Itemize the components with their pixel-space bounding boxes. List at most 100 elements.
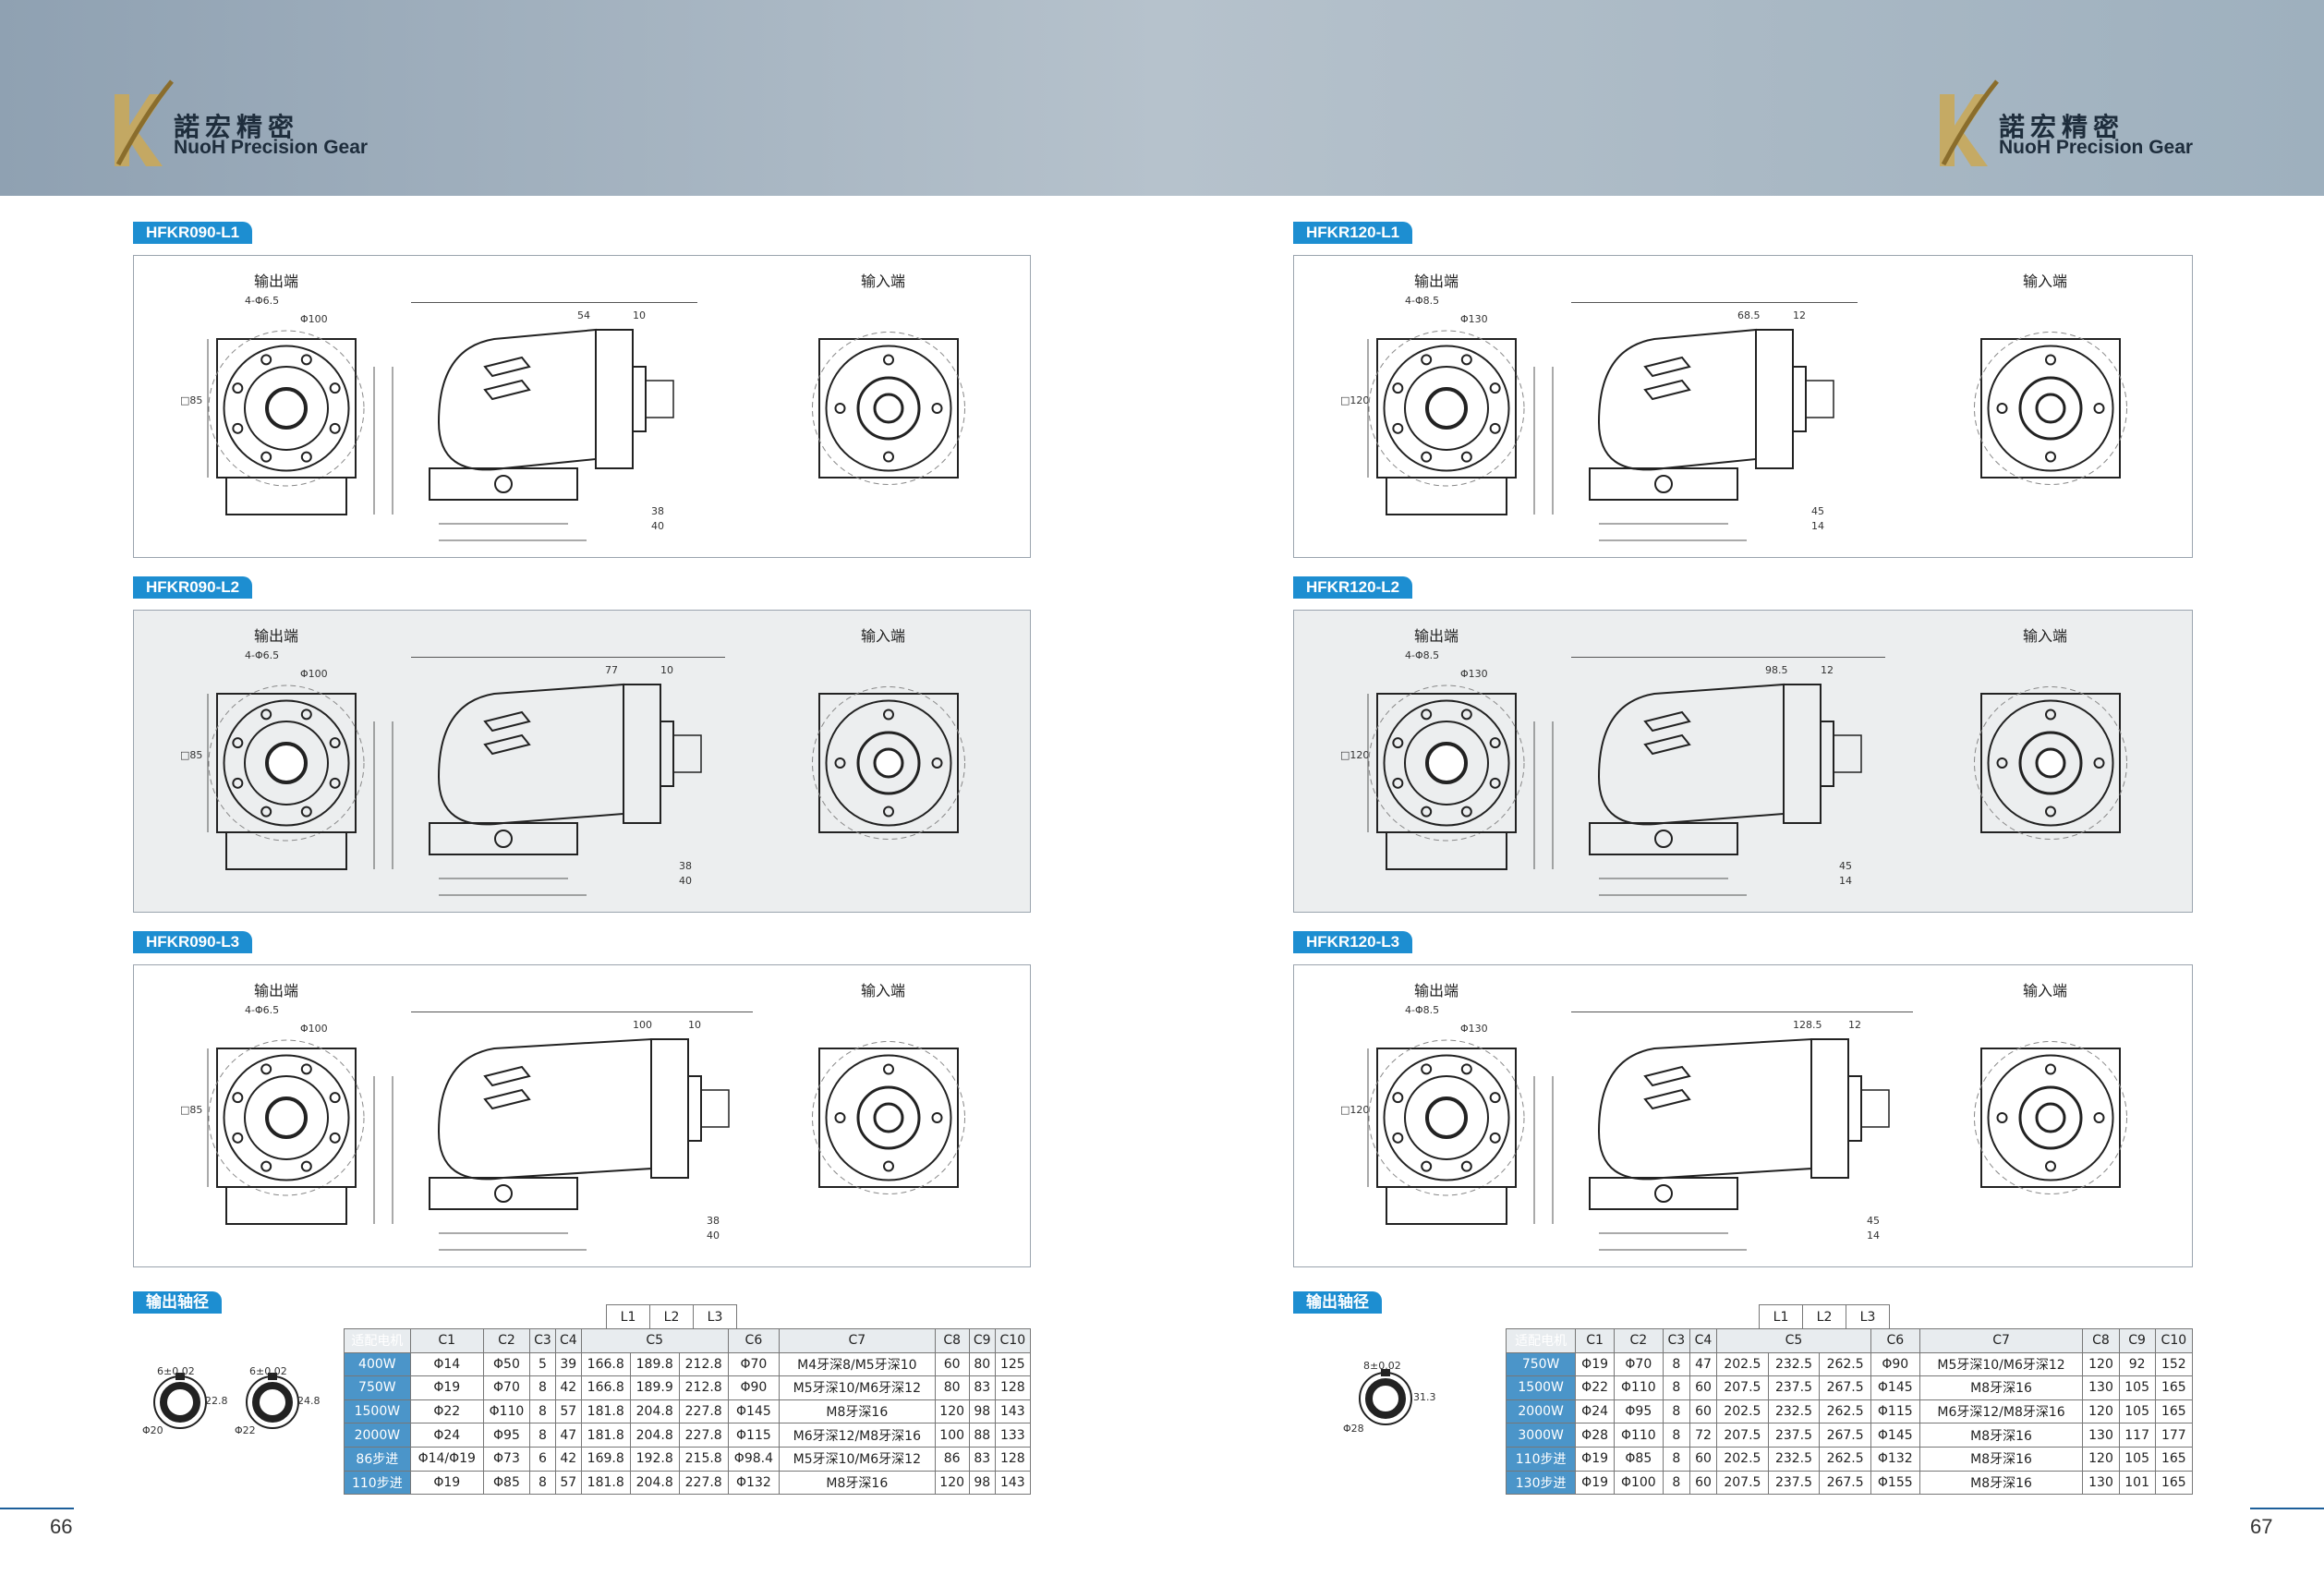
table-cell: 83 [968, 1446, 996, 1472]
table-cell: 80 [968, 1351, 996, 1377]
table-cell: 100 [934, 1423, 970, 1448]
table-cell: 105 [2118, 1446, 2156, 1472]
table-cell: 237.5 [1767, 1375, 1821, 1400]
table-cell: M6牙深12/M8牙深16 [1919, 1399, 2084, 1424]
table-cell: Φ95 [1613, 1399, 1664, 1424]
shaft-d-a: Φ28 [1343, 1423, 1364, 1435]
motor-cell: 2000W [344, 1423, 411, 1448]
table-cell: 57 [554, 1470, 582, 1496]
column-header: C8 [2082, 1328, 2120, 1353]
table-cell: 165 [2154, 1375, 2194, 1400]
table-cell: 207.5 [1716, 1470, 1769, 1496]
table-cell: 143 [994, 1399, 1032, 1424]
column-header: C9 [968, 1328, 996, 1353]
table-cell: Φ22 [409, 1399, 484, 1424]
table-cell: 181.8 [580, 1423, 631, 1448]
section-tag: HFKR120-L3 [1293, 931, 1413, 953]
shaft-section-right: 8±0.02 31.3 Φ28 [1330, 1330, 1441, 1441]
column-header: C2 [482, 1328, 531, 1353]
shaft-length-b-dim: 14 [1811, 520, 1824, 532]
technical-drawing [1367, 657, 2127, 896]
square-dim: □85 [180, 749, 203, 761]
table-cell: 128 [994, 1446, 1032, 1472]
column-header: C3 [529, 1328, 556, 1353]
shaft-length-a-dim: 45 [1811, 505, 1824, 517]
motor-cell: 86步进 [344, 1446, 411, 1472]
column-header: C4 [554, 1328, 582, 1353]
table-cell: Φ110 [482, 1399, 531, 1424]
holes-dim: 4-Φ6.5 [245, 649, 280, 661]
table-cell: 262.5 [1819, 1446, 1871, 1472]
pcd-dim: Φ100 [300, 313, 328, 325]
table-cell: 152 [2154, 1351, 2194, 1377]
column-header: C8 [934, 1328, 970, 1353]
shaft-length-b-dim: 14 [1839, 875, 1852, 887]
square-dim: □85 [180, 1104, 203, 1116]
table-cell: M8牙深16 [1919, 1375, 2084, 1400]
brand-logo-right: 諾宏精密 NuoH Precision Gear [1934, 76, 2221, 177]
table-cell: 60 [1689, 1399, 1718, 1424]
table-cell: 42 [554, 1446, 582, 1472]
shaft-length-b-dim: 14 [1867, 1230, 1880, 1242]
section-tag: HFKR090-L2 [133, 576, 253, 599]
table-cell: M8牙深16 [1919, 1423, 2084, 1448]
column-header: C5 [580, 1328, 729, 1353]
motor-cell: 130步进 [1505, 1470, 1577, 1496]
table-cell: Φ100 [1613, 1470, 1664, 1496]
table-cell: 267.5 [1819, 1375, 1871, 1400]
table-cell: 165 [2154, 1470, 2194, 1496]
shaft-h-a: 22.8 [205, 1395, 228, 1407]
flange-length-dim: 128.5 [1793, 1019, 1822, 1031]
table-cell: M5牙深10/M6牙深12 [1919, 1351, 2084, 1377]
square-dim: □120 [1340, 1104, 1370, 1116]
shaft-cross-section-icon [1359, 1369, 1412, 1425]
column-header: C10 [994, 1328, 1032, 1353]
table-cell: 120 [934, 1470, 970, 1496]
table-cell: Φ115 [727, 1423, 781, 1448]
table-cell: 130 [2082, 1375, 2120, 1400]
flange-thickness-dim: 10 [688, 1019, 701, 1031]
table-cell: 8 [529, 1423, 556, 1448]
output-end-label: 输出端 [254, 982, 299, 999]
section-tag: HFKR120-L2 [1293, 576, 1413, 599]
output-end-label: 输出端 [1414, 273, 1459, 290]
table-cell: Φ24 [1575, 1399, 1615, 1424]
section-tag: HFKR090-L3 [133, 931, 253, 953]
table-cell: 8 [529, 1375, 556, 1400]
table-cell: 143 [994, 1470, 1032, 1496]
table-cell: 204.8 [629, 1423, 680, 1448]
holes-dim: 4-Φ8.5 [1405, 295, 1440, 307]
column-header: C5 [1716, 1328, 1871, 1353]
l3-header: L3 [693, 1304, 737, 1329]
table-cell: 232.5 [1767, 1446, 1821, 1472]
table-cell: Φ95 [482, 1423, 531, 1448]
table-cell: 165 [2154, 1399, 2194, 1424]
table-cell: Φ145 [1870, 1423, 1920, 1448]
l-header-table-left: L1 L2 L3 [606, 1304, 737, 1329]
column-header: 适配电机 [1505, 1328, 1577, 1353]
flange-thickness-dim: 12 [1793, 309, 1806, 321]
flange-length-dim: 68.5 [1737, 309, 1761, 321]
table-cell: 232.5 [1767, 1399, 1821, 1424]
motor-cell: 750W [1505, 1351, 1577, 1377]
logo-mark-icon [115, 79, 174, 166]
table-cell: 105 [2118, 1399, 2156, 1424]
pcd-dim: Φ130 [1460, 313, 1488, 325]
table-cell: 8 [529, 1399, 556, 1424]
technical-drawing [207, 657, 965, 896]
page-rule-left [0, 1508, 74, 1509]
technical-drawing [207, 302, 965, 541]
table-cell: 83 [968, 1375, 996, 1400]
l2-header: L2 [649, 1304, 694, 1329]
